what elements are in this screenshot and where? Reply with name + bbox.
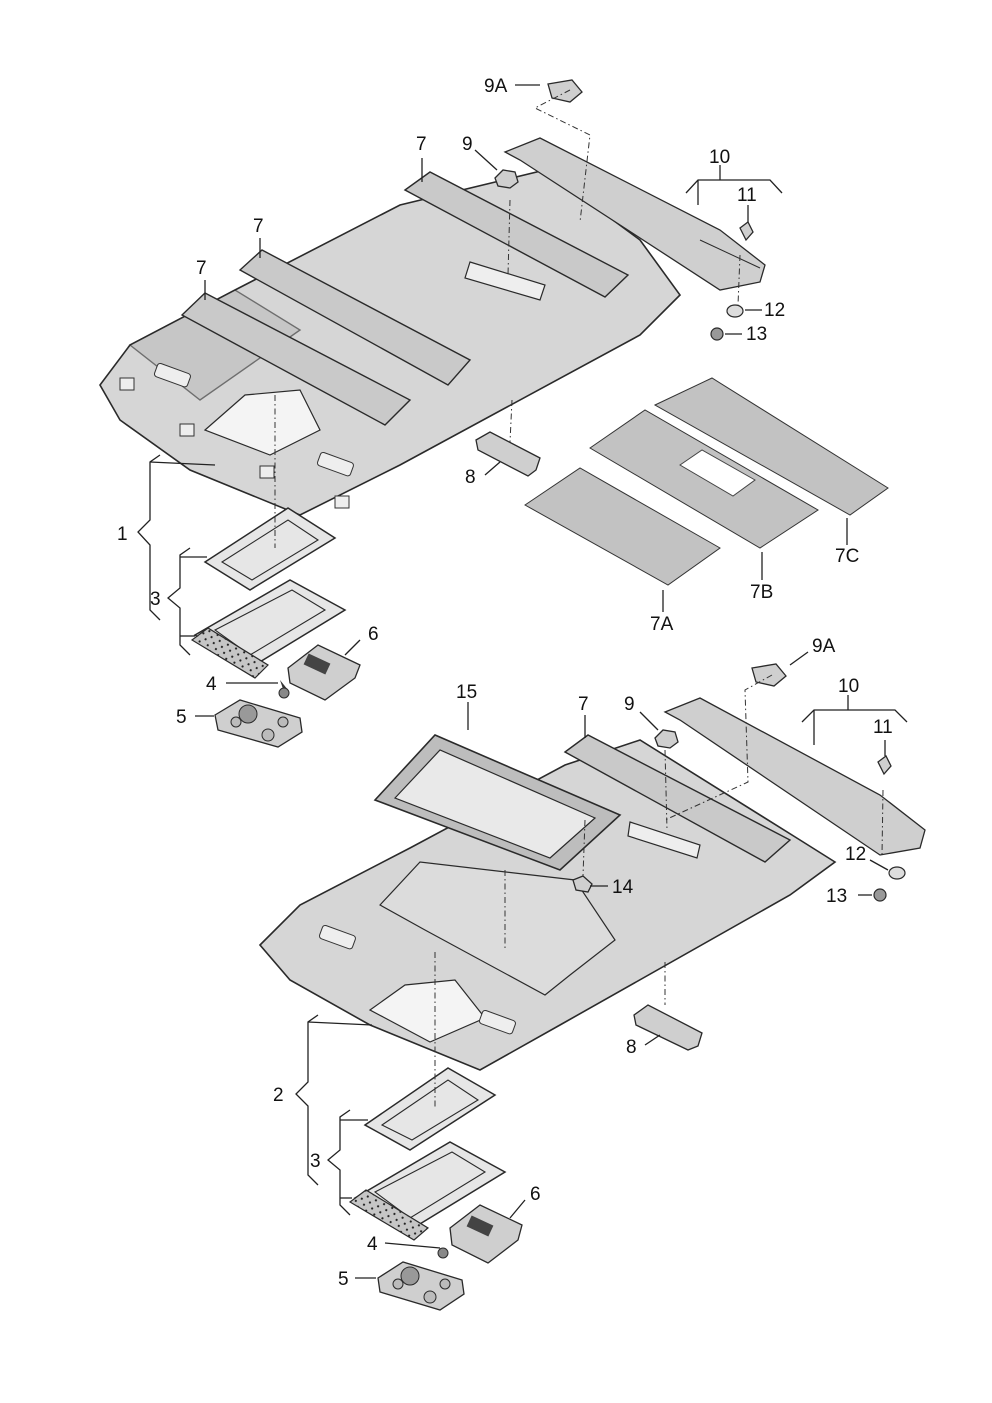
clip-9a-lower: [751, 663, 787, 687]
washer-12-lower: [888, 866, 906, 880]
label-14: 14: [612, 877, 634, 898]
lamp-8-lower: [633, 1004, 703, 1051]
label-7a: 7A: [650, 614, 674, 635]
insulation-mat-7c: [653, 377, 889, 516]
cover-5-lower: [377, 1261, 465, 1311]
clip-11-lower: [877, 755, 892, 776]
label-1: 1: [117, 524, 128, 545]
label-7c: 7C: [835, 546, 859, 567]
label-10-upper: 10: [709, 147, 730, 168]
label-8-upper: 8: [465, 467, 476, 488]
front-trim-rail-10-lower: [663, 697, 926, 856]
label-4-lower: 4: [367, 1234, 378, 1255]
label-9-lower: 9: [624, 694, 635, 715]
label-12-lower: 12: [845, 844, 866, 865]
label-7-rear-upper: 7: [196, 258, 207, 279]
washer-12-upper: [726, 304, 744, 318]
bracket-9-upper: [494, 169, 519, 189]
headliner-lower: [258, 739, 837, 1071]
front-trim-rail-10-upper: [503, 137, 766, 291]
screw-13-upper: [710, 327, 724, 341]
cover-5-upper: [214, 699, 303, 748]
label-8-lower: 8: [626, 1037, 637, 1058]
callout-labels: 9A 9 7 7 7 10 11 12 13 8 7A 7B 7C 1 3 6 …: [117, 76, 893, 1290]
lamp-8-upper: [475, 431, 541, 477]
label-13-lower: 13: [826, 886, 847, 907]
foam-strip-7-lower: [563, 734, 792, 863]
label-4-upper: 4: [206, 674, 217, 695]
label-10-lower: 10: [838, 676, 859, 697]
label-7-front-upper: 7: [416, 134, 427, 155]
foam-strip-7-rear: [180, 292, 412, 426]
label-7b: 7B: [750, 582, 773, 603]
foam-strip-7-middle: [238, 249, 472, 386]
frame-3-upper-top: [203, 507, 337, 591]
label-13-upper: 13: [746, 324, 767, 345]
label-11-lower: 11: [873, 717, 893, 738]
frame-3-lower-top: [363, 1067, 497, 1151]
label-11-upper: 11: [737, 185, 757, 206]
screw-13-lower: [873, 888, 887, 902]
insulation-mat-7a: [524, 467, 721, 586]
label-5-upper: 5: [176, 707, 187, 728]
leader-lines: [137, 84, 908, 1279]
clip-14: [572, 875, 593, 893]
label-9-upper: 9: [462, 134, 473, 155]
label-6-upper: 6: [368, 624, 379, 645]
clip-11-upper: [739, 221, 754, 242]
label-7-lower: 7: [578, 694, 589, 715]
label-15: 15: [456, 682, 477, 703]
label-7-middle-upper: 7: [253, 216, 264, 237]
bracket-9-lower: [654, 729, 679, 749]
label-3-upper: 3: [150, 589, 161, 610]
label-9a-upper: 9A: [484, 76, 508, 97]
screw-4-lower: [437, 1247, 449, 1259]
label-2: 2: [273, 1085, 284, 1106]
label-3-lower: 3: [310, 1151, 321, 1172]
label-6-lower: 6: [530, 1184, 541, 1205]
label-9a-lower: 9A: [812, 636, 836, 657]
label-5-lower: 5: [338, 1269, 349, 1290]
label-12-upper: 12: [764, 300, 785, 321]
